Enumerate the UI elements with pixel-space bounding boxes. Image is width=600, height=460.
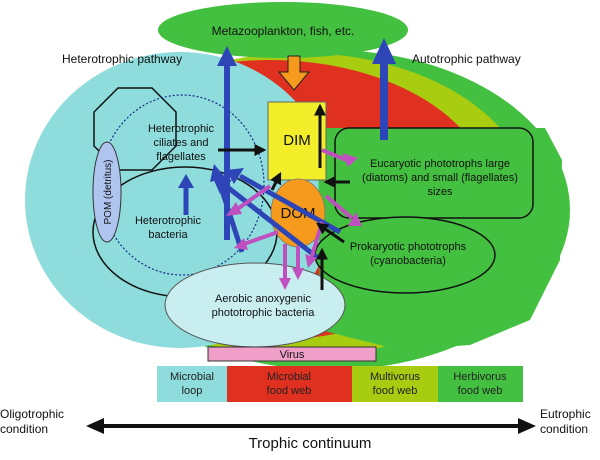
het-ciliates-line1: Heterotrophic: [148, 123, 215, 135]
het-ciliates-line3: flagellates: [156, 151, 206, 163]
het-ciliates-line2: ciliates and: [153, 137, 208, 149]
heterotrophic-pathway-label: Heterotrophic pathway: [62, 52, 182, 66]
eutrophic-line1: Eutrophic: [540, 407, 591, 421]
legend-text-microbial-food-web-2: food web: [267, 385, 312, 397]
het-bacteria-line1: Heterotrophic: [135, 215, 202, 227]
autotrophic-pathway-label: Autotrophic pathway: [412, 52, 521, 66]
aerobic-line1: Aerobic anoxygenic: [215, 293, 312, 305]
orange-down-arrow: [277, 55, 311, 91]
legend-text-herbivorous-1: Herbivorus: [453, 371, 507, 383]
legend: Microbial loop Microbial food web Multiv…: [157, 366, 523, 402]
oligotrophic-line2: condition: [0, 422, 48, 436]
metazooplankton-ellipse: [158, 2, 408, 58]
eucaryotic-phototrophs-box: [334, 127, 534, 219]
oligotrophic-line1: Oligotrophic: [0, 407, 64, 421]
legend-text-microbial-loop-2: loop: [182, 385, 203, 397]
eutrophic-line2: condition: [540, 422, 588, 436]
aerobic-anoxygenic-ellipse: [164, 262, 346, 348]
black-arrows: [218, 103, 350, 290]
prok-line2: (cyanobacteria): [370, 255, 446, 267]
legend-text-multivorous-2: food web: [373, 385, 418, 397]
trophic-continuum-arrow: [86, 418, 536, 434]
dom-label: DOM: [281, 205, 316, 222]
prok-line1: Prokaryotic phototrophs: [350, 241, 467, 253]
legend-text-multivorous-1: Multivorus: [370, 371, 421, 383]
legend-box-multivorous-food-web: [352, 366, 438, 402]
legend-text-microbial-loop-1: Microbial: [170, 371, 214, 383]
metazooplankton-label: Metazooplankton, fish, etc.: [212, 24, 355, 38]
legend-text-microbial-food-web-1: Microbial: [267, 371, 311, 383]
ciliates-octagon: [93, 87, 177, 171]
virus-box: [207, 346, 377, 362]
legend-box-microbial-loop: [157, 366, 227, 402]
pom-ellipse: [92, 141, 122, 243]
euk-line3: sizes: [427, 186, 453, 198]
legend-box-herbivorous-food-web: [438, 366, 523, 402]
virus-label: Virus: [280, 349, 305, 361]
het-bacteria-line2: bacteria: [148, 229, 188, 241]
legend-text-herbivorous-2: food web: [458, 385, 503, 397]
aerobic-line2: phototrophic bacteria: [212, 307, 316, 319]
euk-line1: Eucaryotic phototrophs large: [370, 158, 510, 170]
trophic-continuum-title: Trophic continuum: [249, 435, 372, 452]
pom-label: POM (detritus): [103, 159, 114, 224]
dim-label: DIM: [283, 132, 311, 149]
euk-line2: (diatoms) and small (flagellates): [362, 172, 518, 184]
legend-box-microbial-food-web: [227, 366, 352, 402]
